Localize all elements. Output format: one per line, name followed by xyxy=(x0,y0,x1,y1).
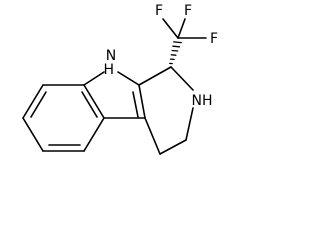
bond-c3-c4 xyxy=(159,139,187,155)
atom-label-f-right: F xyxy=(210,31,218,47)
structure-diagram: H N NH F F F xyxy=(22,3,218,155)
hashed-wedge-bond xyxy=(169,41,182,65)
atom-label-f-top: F xyxy=(184,3,192,19)
pyrrole-ring xyxy=(83,71,146,119)
bond-c6-c7 xyxy=(22,117,44,152)
atom-label-f-top-left: F xyxy=(155,3,163,19)
double-bond-c8a-c4a xyxy=(81,91,98,118)
atom-label-nh-ring: NH xyxy=(192,93,213,109)
bond-c9a-c4b xyxy=(138,84,146,119)
bond-c-f-top-left xyxy=(162,18,179,39)
bond-n2-c3 xyxy=(185,107,194,141)
bond-c1-n2 xyxy=(170,66,194,91)
piperidine-ring xyxy=(138,66,194,155)
bond-c4-c4b xyxy=(144,117,161,155)
double-bond-c5-c6 xyxy=(30,91,47,118)
bond-n9-c9a xyxy=(117,71,140,86)
bond-c4a-n9 xyxy=(83,71,105,86)
bond-c9a-c1 xyxy=(138,66,172,86)
bond-c8a-c4a xyxy=(83,84,105,119)
bond-c-f-top xyxy=(177,18,186,39)
atom-label-n-indole: H N xyxy=(104,48,119,78)
double-bond-c9a-c4b xyxy=(132,91,139,118)
benzene-ring xyxy=(22,84,105,152)
trifluoromethyl-group xyxy=(162,18,207,39)
bond-c5-c6 xyxy=(22,84,44,119)
bond-c8-c8a xyxy=(83,117,105,152)
